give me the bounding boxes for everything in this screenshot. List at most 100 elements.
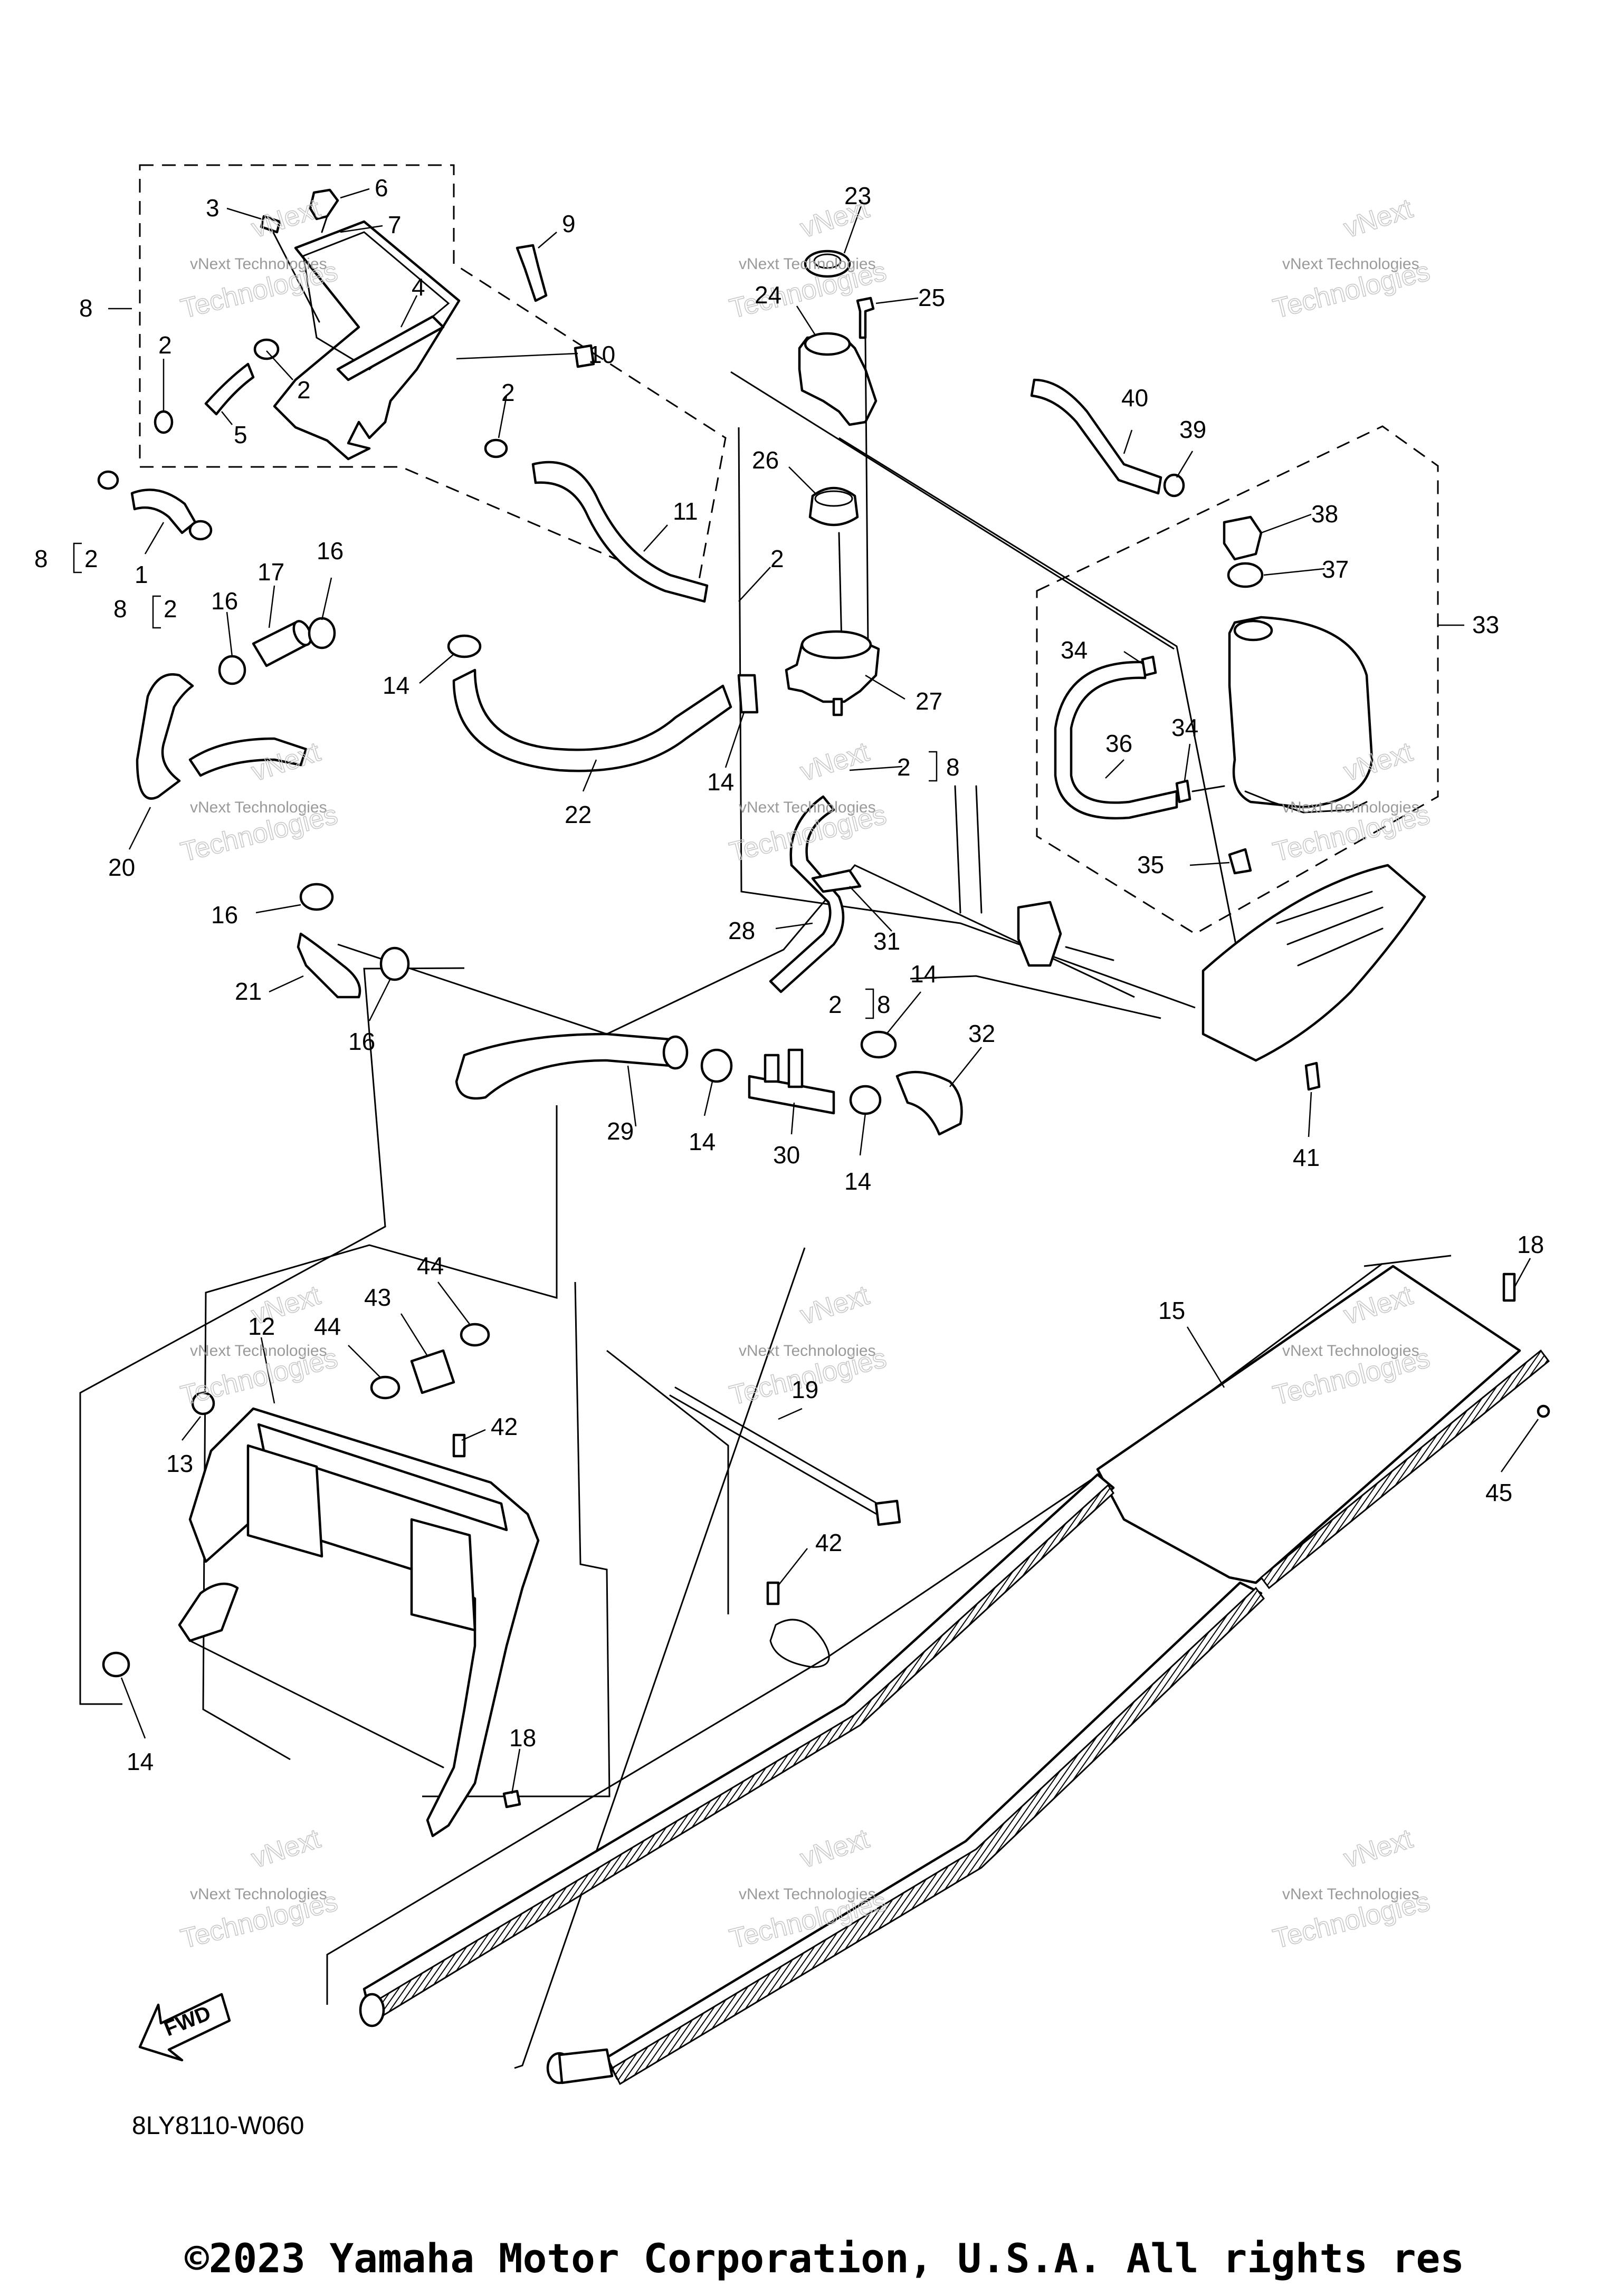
clamp-14-f (102, 1651, 130, 1678)
thermostat-guide-line (738, 427, 1196, 1009)
group-33-reservoir-boundary (1036, 425, 1439, 935)
bracket-8-2-d (865, 988, 874, 1019)
lower-assembly-leader (514, 1247, 806, 2069)
callout-26: 26 (752, 446, 779, 474)
radiator-leg-1 (246, 1444, 323, 1558)
watermark: vNext vNext Technologies Technologies (177, 193, 341, 325)
watermarks: vNext vNext Technologies Technologies vN… (177, 193, 1433, 1955)
leader-23 (843, 205, 862, 254)
leader-16-b (321, 577, 332, 620)
clamp-16-c (299, 883, 334, 911)
watermark-line1: vNext Technologies (1282, 1886, 1419, 1903)
nut-10 (574, 344, 595, 368)
callout-2: 2 (770, 545, 784, 572)
leader-18-a (511, 1748, 521, 1794)
clamp-39 (1163, 473, 1185, 498)
screw-25 (856, 296, 875, 339)
bracket-8-2-a (73, 542, 82, 573)
reservoir-guide-line-2 (730, 371, 1175, 650)
callout-13: 13 (166, 1450, 193, 1477)
callout-14: 14 (127, 1748, 154, 1775)
leader-42-b (778, 1548, 808, 1586)
mount-bolt (1065, 946, 1114, 961)
leader-18-b (1513, 1258, 1531, 1288)
filler-neck-opening (804, 332, 851, 356)
leader-13 (182, 1416, 201, 1441)
callout-14: 14 (844, 1168, 871, 1195)
rear-guard-vent (1276, 891, 1384, 967)
callout-28: 28 (728, 917, 755, 944)
reservoir-guide-line (838, 437, 1241, 966)
hose-36 (1054, 661, 1178, 820)
clamp-16-b (308, 617, 336, 649)
callout-14: 14 (689, 1128, 716, 1155)
hose-28 (769, 795, 845, 993)
rod-19-nut (874, 1499, 901, 1526)
radiator-leg-2 (410, 1518, 476, 1632)
cooling-frame-line (337, 864, 1135, 1035)
radiator-boundary-inner (422, 1281, 611, 1797)
leader-10-line (456, 352, 578, 360)
hose-5 (204, 362, 255, 416)
breather-housing (273, 220, 461, 461)
callout-19: 19 (792, 1376, 818, 1403)
rivet-45 (1537, 1404, 1550, 1418)
leader-3 (226, 207, 262, 220)
hose-20-branch (188, 737, 308, 777)
callout-24: 24 (755, 281, 781, 309)
callout-8: 8 (113, 595, 127, 623)
leader-27 (865, 674, 905, 700)
radiator-frame (102, 1323, 540, 1838)
fwd-arrow: FWD (138, 1993, 231, 2062)
watermark: vNext vNext Technologies Technologies (177, 1823, 341, 1955)
leader-24 (796, 305, 816, 336)
thermostat-26-top (814, 490, 853, 507)
leader-35 (1189, 862, 1230, 866)
callout-25: 25 (918, 284, 945, 311)
leader-22 (582, 759, 597, 792)
exchanger-panel-15 (1096, 1265, 1521, 1584)
bleed-screw (832, 697, 843, 716)
clamp-lower-1 (188, 520, 213, 541)
callout-2: 2 (501, 379, 515, 406)
callout-16: 16 (317, 537, 344, 565)
leader-2-top (498, 395, 508, 438)
leader-14-d (886, 991, 921, 1035)
callout-40: 40 (1121, 384, 1148, 412)
clamp-2-b (253, 338, 280, 360)
watermark-line1: vNext Technologies (739, 799, 876, 816)
sealant-area (769, 1619, 830, 1668)
exchanger-fin-edge-right (1260, 1349, 1550, 1590)
leader-28 (775, 922, 813, 930)
hose-40 (1030, 378, 1162, 495)
callout-8: 8 (877, 991, 891, 1018)
hose-29 (455, 1032, 672, 1100)
callout-33: 33 (1472, 611, 1499, 638)
leader-42-a (461, 1429, 486, 1441)
callout-2: 2 (828, 991, 842, 1018)
thermostat-guide-2 (864, 337, 869, 645)
watermark-brand: vNext (797, 1823, 873, 1874)
callout-30: 30 (773, 1141, 800, 1169)
hose-1 (130, 489, 197, 534)
hose-11 (531, 461, 709, 603)
leader-36 (1105, 759, 1124, 779)
callout-23: 23 (844, 182, 871, 209)
callout-29: 29 (607, 1117, 634, 1145)
reservoir-assembly (1141, 473, 1374, 875)
callout-44: 44 (314, 1313, 341, 1340)
clip-34-a (1141, 655, 1157, 677)
leader-2-right (266, 350, 293, 380)
leader-19 (778, 1408, 803, 1420)
leader-44-b (348, 1345, 380, 1377)
leader-2-c (849, 766, 903, 771)
breather-element (336, 315, 445, 381)
clamp-14-b (737, 674, 759, 714)
clamp-2-a (154, 410, 174, 434)
callout-leaders (73, 188, 1539, 1794)
leader-16-a (226, 611, 233, 657)
hose-43 (410, 1349, 455, 1394)
tee-30-stub-2 (787, 1048, 804, 1088)
callout-31: 31 (873, 927, 900, 955)
callout-7: 7 (388, 211, 402, 238)
